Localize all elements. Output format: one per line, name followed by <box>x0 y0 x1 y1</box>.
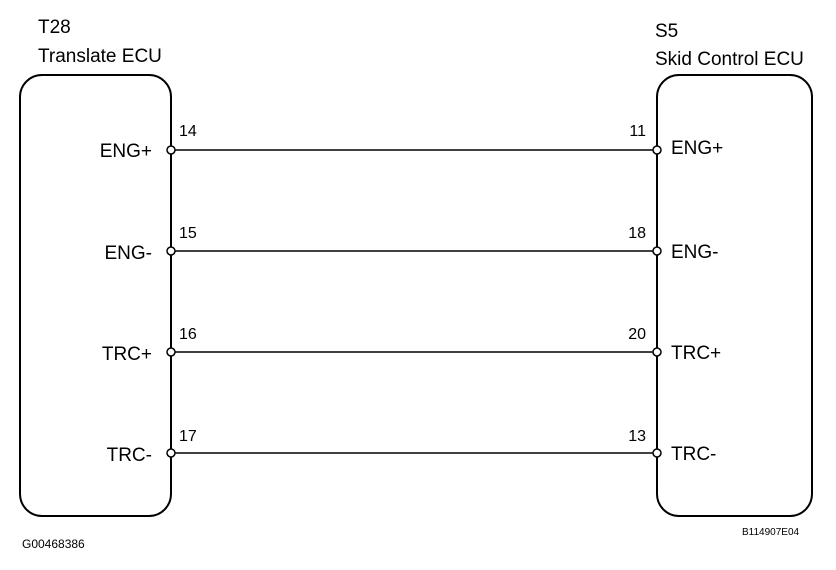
left-pin-number-16: 16 <box>179 326 197 343</box>
right-pin-number-20: 20 <box>628 326 646 343</box>
left-ecu-name: Translate ECU <box>38 46 162 67</box>
left-terminal-16 <box>166 347 176 357</box>
left-signal-eng-plus: ENG+ <box>99 141 152 162</box>
right-terminal-20 <box>652 347 662 357</box>
right-pin-number-18: 18 <box>628 225 646 242</box>
left-ecu-code: T28 <box>38 17 71 38</box>
right-signal-eng-minus: ENG- <box>671 242 719 263</box>
right-terminal-13 <box>652 448 662 458</box>
right-ecu-box <box>656 74 813 517</box>
left-terminal-14 <box>166 145 176 155</box>
left-terminal-15 <box>166 246 176 256</box>
right-signal-eng-plus: ENG+ <box>671 138 724 159</box>
left-signal-trc-minus: TRC- <box>106 445 152 466</box>
right-terminal-11 <box>652 145 662 155</box>
left-pin-number-15: 15 <box>179 225 197 242</box>
right-pin-number-13: 13 <box>628 428 646 445</box>
right-ecu-name: Skid Control ECU <box>655 49 804 70</box>
reference-code: B114907E04 <box>742 527 800 538</box>
left-pin-number-14: 14 <box>179 123 197 140</box>
left-pin-number-17: 17 <box>179 428 197 445</box>
right-pin-number-11: 11 <box>629 123 646 140</box>
right-ecu-code: S5 <box>655 21 679 42</box>
right-terminal-18 <box>652 246 662 256</box>
left-signal-eng-minus: ENG- <box>104 243 153 264</box>
left-ecu-box <box>19 74 172 517</box>
figure-id: G00468386 <box>22 537 85 551</box>
right-signal-trc-plus: TRC+ <box>671 343 722 364</box>
left-terminal-17 <box>166 448 176 458</box>
left-signal-trc-plus: TRC+ <box>101 344 152 365</box>
right-signal-trc-minus: TRC- <box>671 444 717 465</box>
